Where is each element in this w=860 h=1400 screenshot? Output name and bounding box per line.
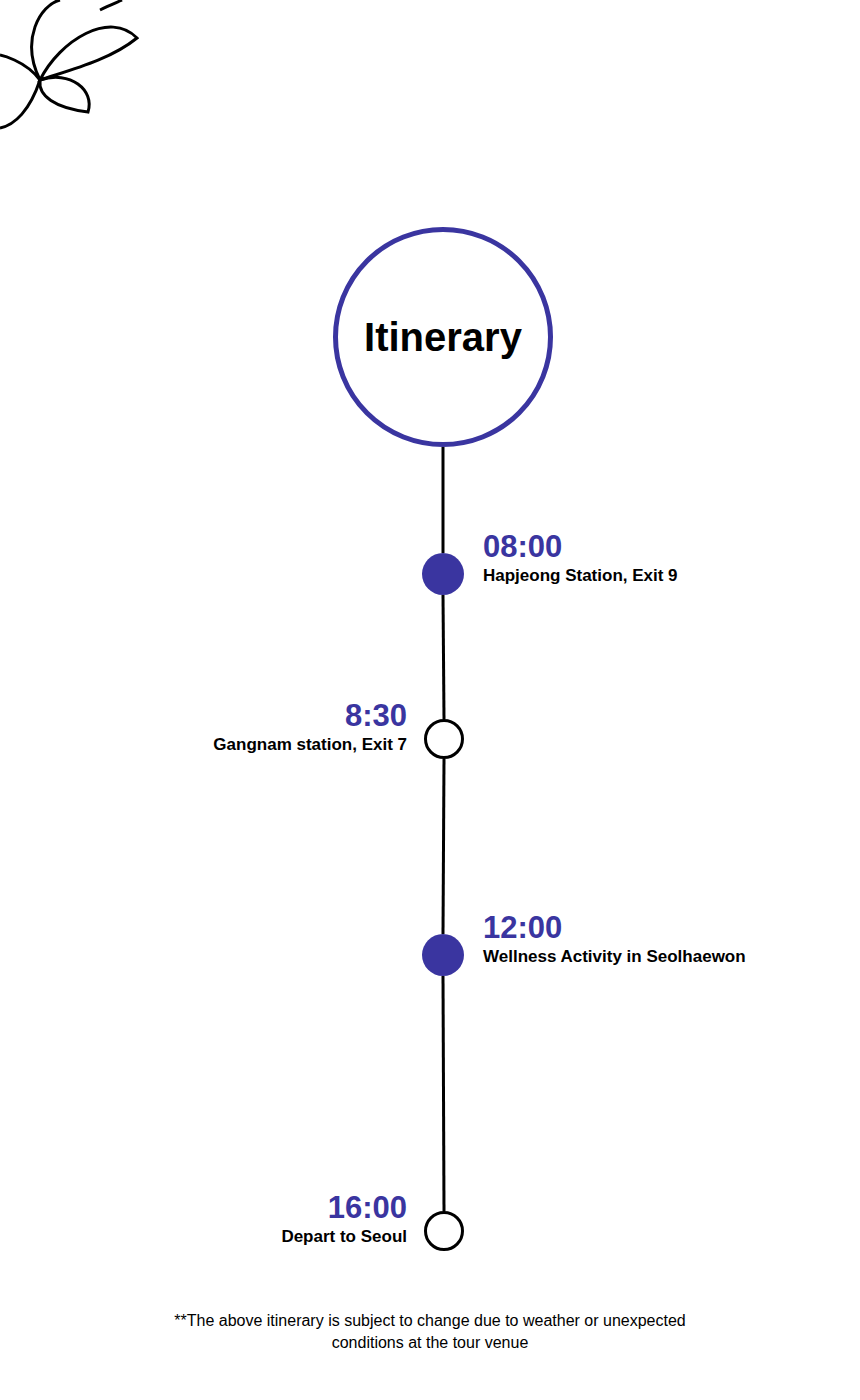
flower-petals xyxy=(0,0,137,128)
stop-place: Hapjeong Station, Exit 9 xyxy=(483,566,678,586)
title-text: Itinerary xyxy=(364,315,522,360)
stop-text: 8:30Gangnam station, Exit 7 xyxy=(213,698,407,755)
stop-place: Gangnam station, Exit 7 xyxy=(213,735,407,755)
stop-time: 12:00 xyxy=(483,910,746,946)
title-circle: Itinerary xyxy=(333,227,553,447)
timeline-dot: 8:30Gangnam station, Exit 7 xyxy=(424,719,464,759)
timeline-dot: 16:00Depart to Seoul xyxy=(424,1211,464,1251)
stop-text: 16:00Depart to Seoul xyxy=(281,1190,407,1247)
stop-time: 8:30 xyxy=(213,698,407,734)
stop-time: 16:00 xyxy=(281,1190,407,1226)
footnote: **The above itinerary is subject to chan… xyxy=(140,1310,720,1354)
timeline-line xyxy=(443,759,444,934)
stop-place: Depart to Seoul xyxy=(281,1227,407,1247)
stop-text: 12:00Wellness Activity in Seolhaewon xyxy=(483,910,746,967)
timeline-line xyxy=(443,595,444,719)
timeline-line xyxy=(443,976,444,1211)
stop-place: Wellness Activity in Seolhaewon xyxy=(483,947,746,967)
timeline-dot: 08:00Hapjeong Station, Exit 9 xyxy=(422,553,464,595)
stop-text: 08:00Hapjeong Station, Exit 9 xyxy=(483,529,678,586)
timeline-dot: 12:00Wellness Activity in Seolhaewon xyxy=(422,934,464,976)
timeline-line xyxy=(442,447,445,553)
stop-time: 08:00 xyxy=(483,529,678,565)
